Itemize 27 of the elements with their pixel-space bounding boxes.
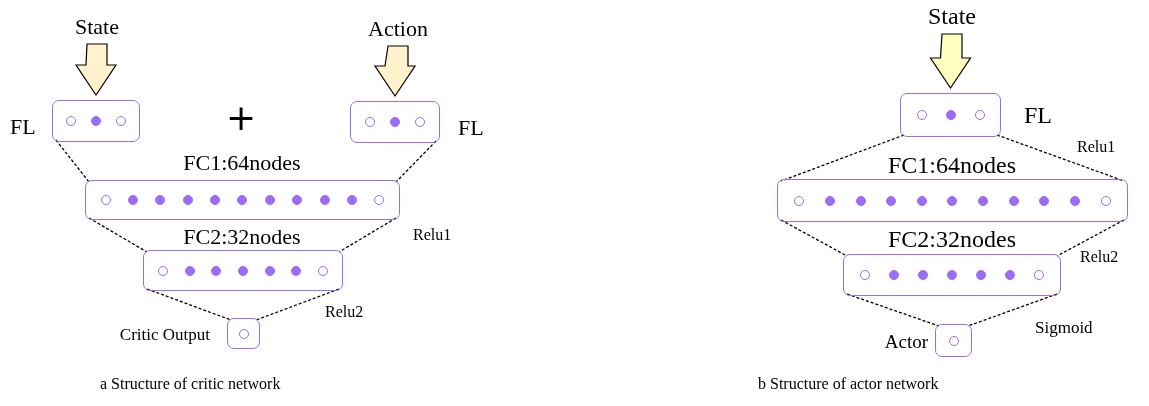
block-arrow [74, 43, 118, 97]
block-arrow [929, 33, 972, 90]
connection-line [55, 139, 90, 183]
layer-name: FL [1024, 103, 1053, 127]
input-label: State [927, 4, 977, 28]
activation-label: Relu1 [413, 227, 452, 243]
connection-line [146, 288, 232, 321]
layer-name: Actor [883, 332, 928, 351]
activation-label: Relu2 [1080, 249, 1119, 265]
figure-caption: a Structure of critic network [100, 376, 281, 392]
connection-line [967, 293, 1058, 327]
figure-caption: b Structure of actor network [758, 376, 939, 392]
layer-label: FC2:32nodes [887, 227, 1017, 251]
activation-label: Relu2 [325, 304, 364, 320]
layer-label: FC2:32nodes [182, 226, 302, 248]
layer-name: FL [458, 117, 485, 139]
layer-label: FC1:64nodes [182, 152, 302, 174]
activation-label: Relu1 [1077, 139, 1116, 155]
layer-name: FL [10, 116, 37, 138]
plus-sign: + [226, 100, 257, 136]
input-label: State [74, 16, 120, 38]
activation-label: Sigmoid [1035, 319, 1093, 336]
layer-label: FC1:64nodes [887, 153, 1017, 177]
input-label: Action [367, 18, 429, 40]
connection-line [255, 288, 340, 321]
layer-name: Critic Output [118, 326, 210, 343]
block-arrow [373, 45, 417, 98]
